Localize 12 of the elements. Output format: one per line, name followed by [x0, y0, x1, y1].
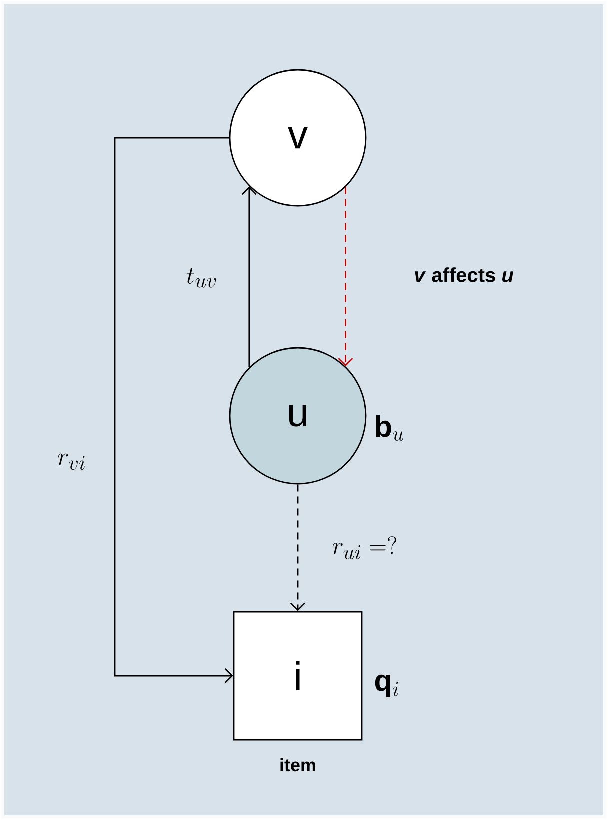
- arrow: [338, 187, 354, 367]
- edge-label: v affects u: [412, 266, 516, 284]
- arrow: [114, 137, 234, 684]
- edge-label: $r_{ui} =?$: [330, 534, 400, 562]
- node-symbol: $\mathbf{q}_{i}$: [375, 674, 398, 698]
- arrow: [242, 186, 257, 368]
- edge-label: $r_{vi}$: [56, 452, 88, 472]
- node-caption: item: [280, 758, 316, 772]
- edge-label: $t_{uv}$: [184, 266, 220, 290]
- item-box: i: [233, 611, 363, 741]
- arrow: [290, 484, 306, 612]
- node-symbol: $\mathbf{b}_{u}$: [376, 415, 404, 441]
